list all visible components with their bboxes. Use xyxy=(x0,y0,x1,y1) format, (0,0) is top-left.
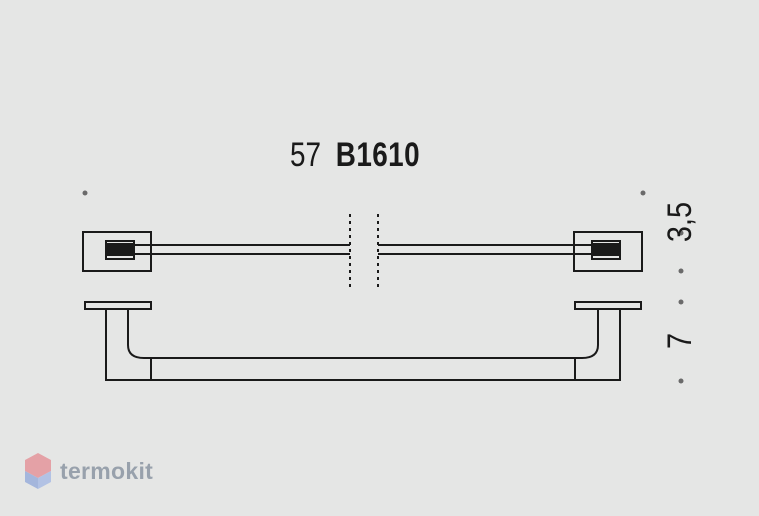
reference-dot xyxy=(678,268,684,274)
right-wall-plate xyxy=(574,301,642,310)
dimension-depth-top: 3,5 xyxy=(660,202,699,242)
break-lines xyxy=(349,214,379,288)
front-view xyxy=(84,301,642,381)
left-wall-plate xyxy=(84,301,152,310)
reference-dot xyxy=(678,378,684,384)
right-arm-inner xyxy=(575,309,599,359)
left-mount-inner xyxy=(105,240,135,260)
termokit-logo-icon xyxy=(25,453,51,489)
watermark: termokit xyxy=(24,452,153,490)
reference-dot xyxy=(678,230,684,236)
reference-dot xyxy=(678,299,684,305)
reference-dot xyxy=(82,190,88,196)
dimension-depth-bottom: 7 xyxy=(660,333,699,349)
left-mount-plate xyxy=(82,231,152,272)
watermark-brand: termokit xyxy=(60,457,154,484)
product-title: 57 B1610 xyxy=(290,136,420,180)
right-mount-plate xyxy=(573,231,643,272)
product-model: B1610 xyxy=(335,136,420,174)
product-code: 57 xyxy=(290,136,322,174)
left-arm-inner xyxy=(127,309,151,359)
top-view xyxy=(82,231,643,272)
reference-dot xyxy=(640,190,646,196)
right-mount-inner xyxy=(591,240,621,260)
bar-outer-outline xyxy=(105,309,621,381)
